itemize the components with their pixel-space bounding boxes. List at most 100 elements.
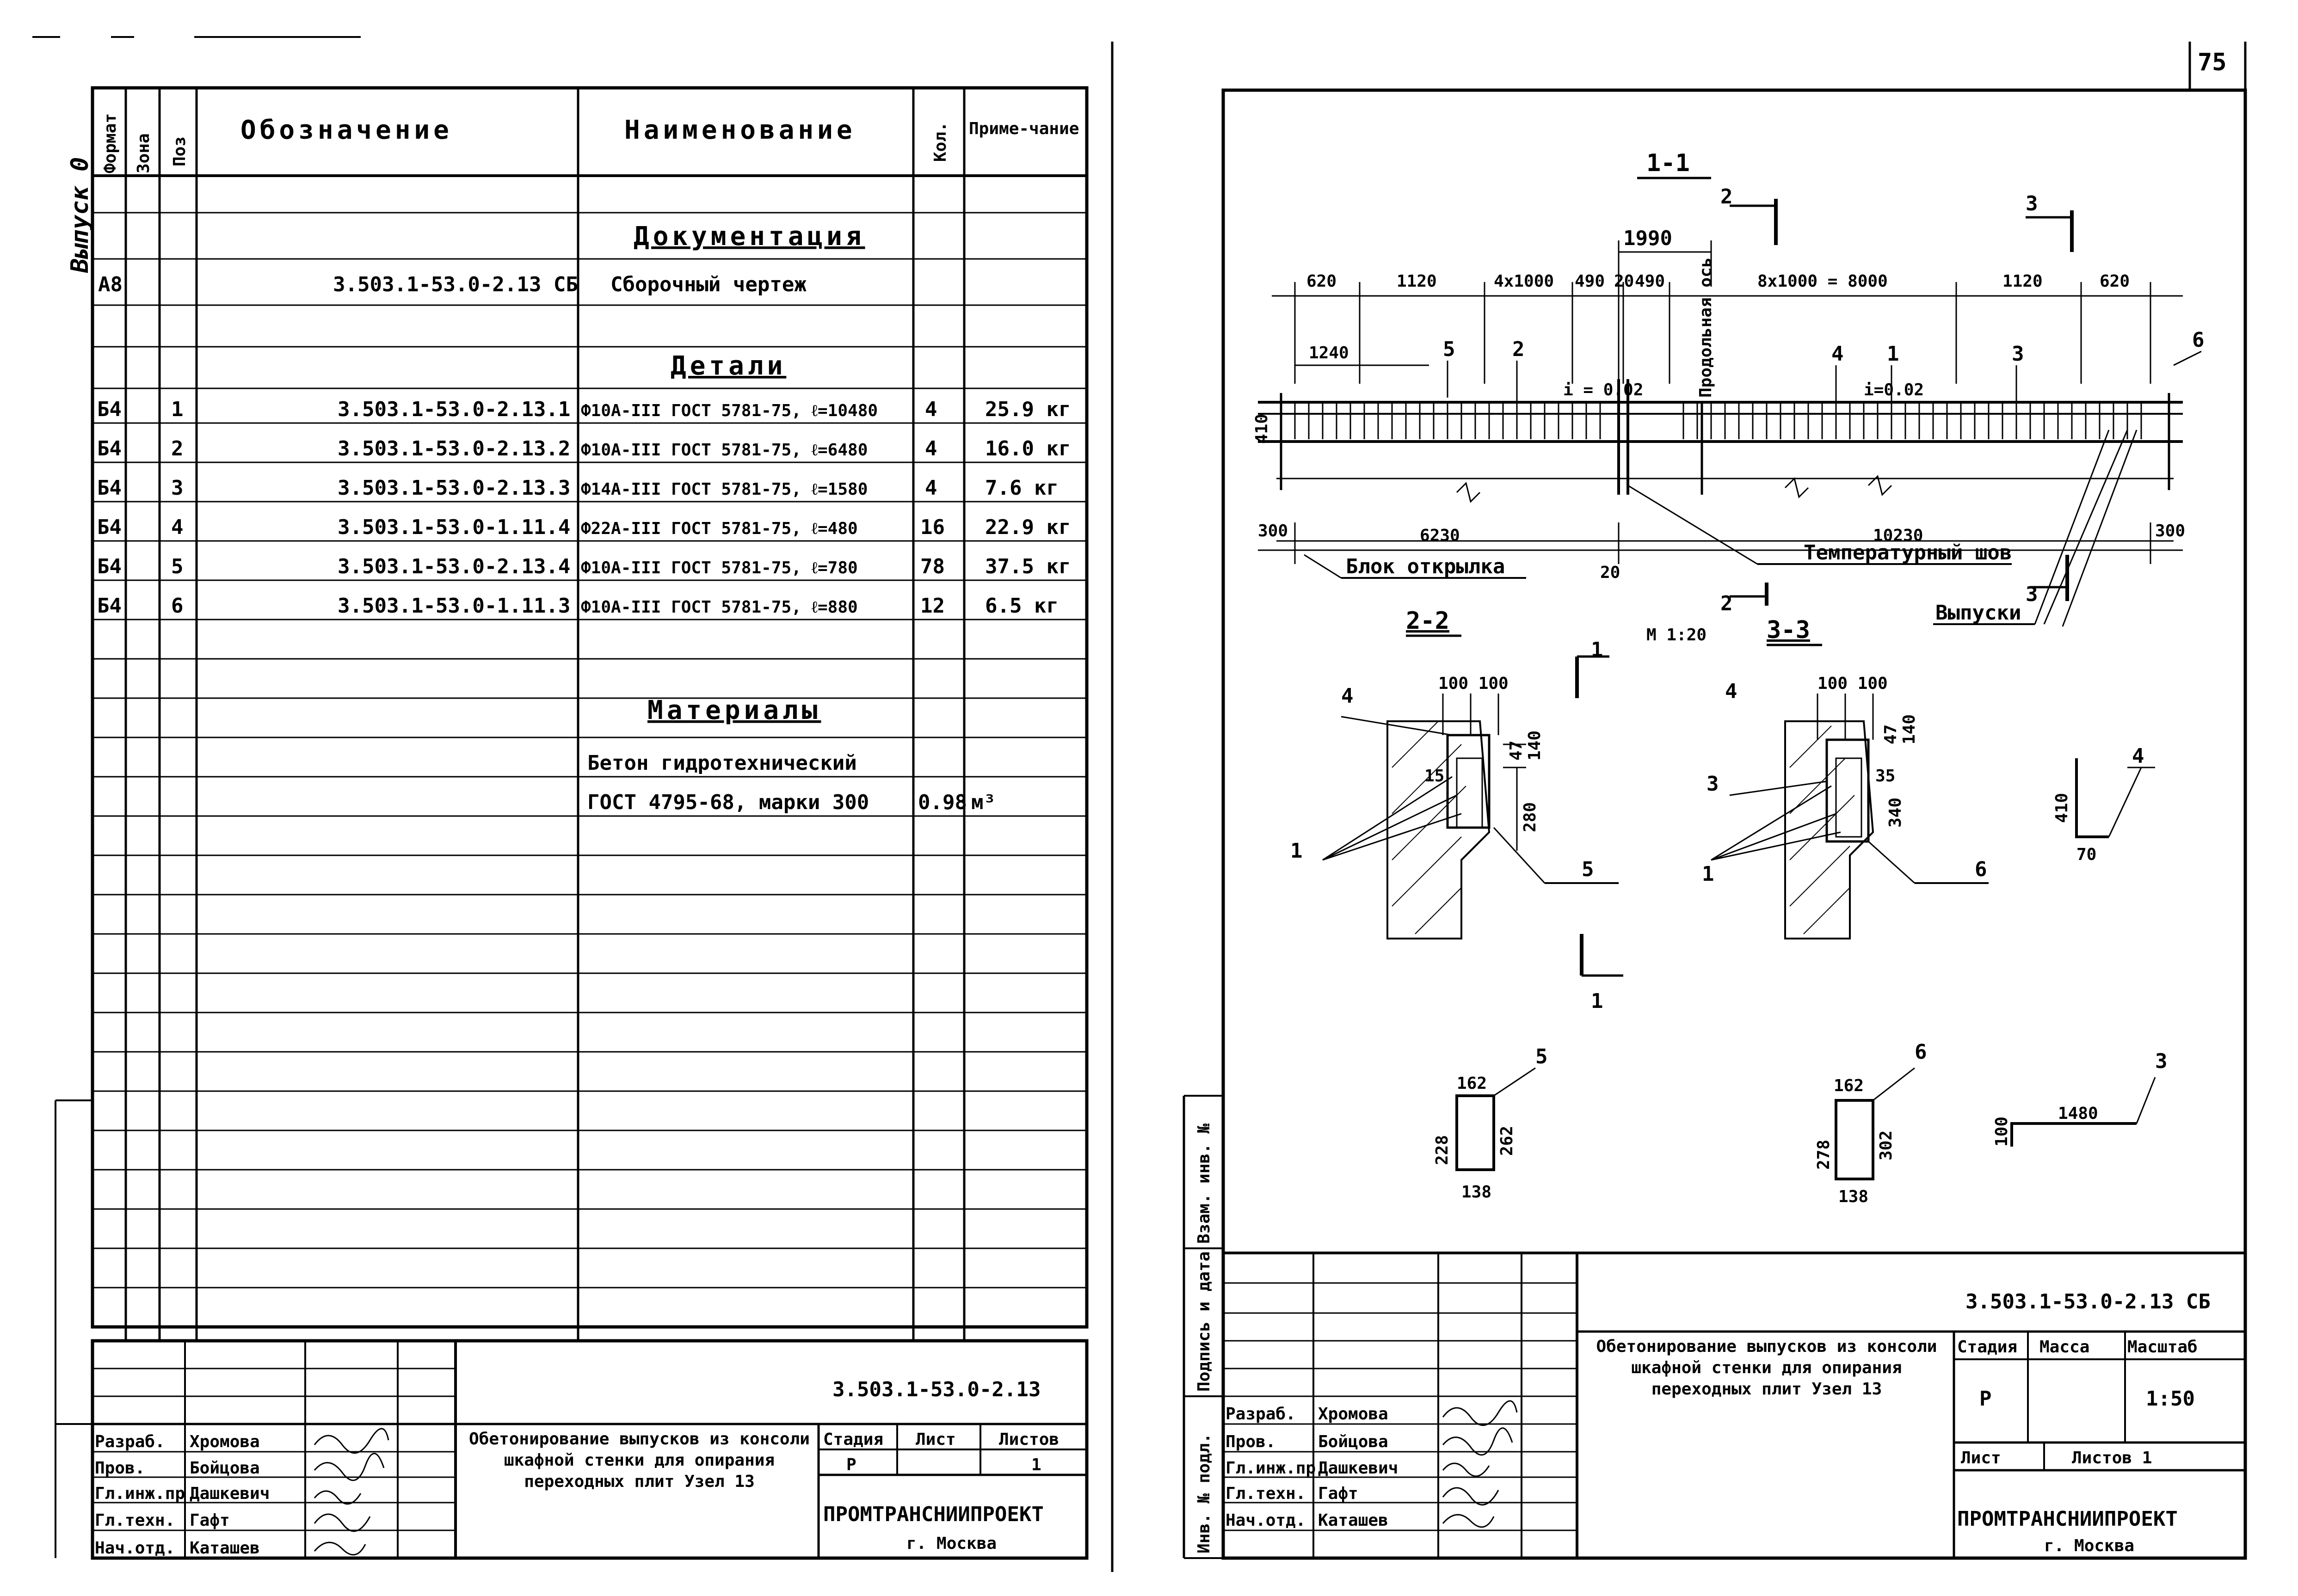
- dim-20: 20: [1600, 563, 1620, 582]
- dim-1480: 1480: [2058, 1104, 2098, 1123]
- left-title-box: Обетонирование выпусков из консоли шкафн…: [469, 1430, 810, 1491]
- row-note: 22.9 кг: [985, 516, 1071, 539]
- person-role: Гл.инж.пр: [1226, 1459, 1316, 1478]
- row-designation: 3.503.1-53.0-2.13.2: [338, 437, 570, 460]
- sec-2-2-title: 2-2: [1406, 607, 1449, 635]
- dim-47-b: 47: [1881, 724, 1900, 744]
- hdr-zone: Зона: [134, 133, 153, 173]
- left-code: 3.503.1-53.0-2.13: [832, 1378, 1041, 1401]
- row-note: 6.5 кг: [985, 594, 1059, 618]
- pos-label: 6: [1915, 1040, 1927, 1064]
- pos-label: 4: [1831, 342, 1844, 366]
- person-name: Хромова: [190, 1432, 260, 1451]
- right-stage: Р: [1979, 1387, 1992, 1411]
- row-pos: 6: [171, 594, 184, 618]
- table-row: Б4 3 3.503.1-53.0-2.13.3 Ф14А-III ГОСТ 5…: [97, 476, 1059, 500]
- pos-label: 2: [1720, 592, 1733, 615]
- text-layer: Выпуск 0 75 Формат Зона Поз Обозначение …: [66, 49, 2227, 1558]
- table-row: Б4 5 3.503.1-53.0-2.13.4 Ф10А-III ГОСТ 5…: [97, 555, 1071, 578]
- material-line-1: Бетон гидротехнический: [587, 751, 857, 775]
- dim-1240: 1240: [1309, 344, 1349, 362]
- person-name: Каташев: [190, 1539, 260, 1558]
- sec-3-3-title: 3-3: [1767, 616, 1810, 644]
- pos-label: 1: [1887, 342, 1899, 366]
- right-mass-label: Масса: [2039, 1338, 2089, 1357]
- dim-140-a: 140: [1525, 730, 1544, 761]
- section-1-1: [1258, 177, 2202, 627]
- row-pos: 2: [171, 437, 184, 460]
- material-line-2: ГОСТ 4795-68, марки 300: [587, 791, 869, 814]
- dim-138-b: 138: [1838, 1187, 1868, 1206]
- pos-label: 3: [2012, 342, 2024, 366]
- pos-label: 5: [1443, 338, 1455, 361]
- dim-100-100-a: 100 100: [1438, 674, 1509, 693]
- row-name: Ф10А-III ГОСТ 5781-75, ℓ=10480: [581, 401, 878, 420]
- signatures-right: [1442, 1400, 1518, 1528]
- person-name: Гафт: [1318, 1484, 1358, 1503]
- person-role: Нач.отд.: [1226, 1511, 1306, 1530]
- pos-label: 1: [1591, 638, 1603, 662]
- dim-140-b: 140: [1900, 714, 1919, 744]
- right-code: 3.503.1-53.0-2.13 СБ: [1965, 1290, 2211, 1314]
- left-org: ПРОМТРАНСНИИПРОЕКТ: [823, 1503, 1044, 1526]
- row-note: 37.5 кг: [985, 555, 1071, 578]
- doc-format: А8: [98, 273, 123, 296]
- pos-label: 2: [1720, 185, 1733, 209]
- person-role: Гл.инж.пр: [95, 1484, 185, 1503]
- right-city: г. Москва: [2044, 1536, 2134, 1555]
- bar-6: [1835, 1067, 1915, 1180]
- dim-228: 228: [1433, 1135, 1452, 1165]
- right-sheet: [1183, 42, 2247, 1560]
- left-sheets-label: Листов: [999, 1430, 1059, 1449]
- row-designation: 3.503.1-53.0-2.13.1: [338, 398, 570, 421]
- row-name: Ф22А-III ГОСТ 5781-75, ℓ=480: [581, 519, 858, 538]
- left-people: Разраб. Хромова Пров. Бойцова Гл.инж.пр …: [95, 1432, 270, 1558]
- row-designation: 3.503.1-53.0-1.11.4: [338, 516, 570, 539]
- person-role: Пров.: [1226, 1432, 1275, 1451]
- pos-label: 5: [1582, 858, 1594, 881]
- row-qty: 4: [925, 398, 937, 421]
- dim-top: 20: [1614, 272, 1634, 291]
- dim-top: 4х1000: [1494, 272, 1554, 291]
- dim-15: 15: [1424, 767, 1444, 786]
- pos-label: 2: [1512, 338, 1525, 361]
- person-name: Дашкевич: [1318, 1459, 1398, 1478]
- section-3-3: [1711, 644, 1989, 939]
- side-label: Взам. инв. №: [1195, 1123, 1214, 1244]
- pos-label: 1: [1591, 989, 1603, 1013]
- dim-bottom: 300: [1258, 522, 1288, 540]
- side-label: Подпись и дата: [1195, 1252, 1214, 1392]
- outlets-label: Выпуски: [1935, 601, 2021, 625]
- pos-label: 3: [2155, 1050, 2168, 1073]
- hdr-qty: Кол.: [931, 122, 950, 162]
- slope-2: i=0.02: [1864, 381, 1924, 399]
- dim-280: 280: [1521, 802, 1540, 832]
- dim-35: 35: [1875, 767, 1895, 786]
- left-sheets: 1: [1031, 1455, 1041, 1474]
- left-stage: Р: [846, 1455, 856, 1474]
- person-name: Бойцова: [190, 1459, 260, 1478]
- person-name: Хромова: [1318, 1405, 1388, 1424]
- row-name: Ф10А-III ГОСТ 5781-75, ℓ=880: [581, 598, 858, 617]
- hdr-name: Наименование: [624, 115, 856, 145]
- bar-3: [2010, 1077, 2156, 1147]
- section-details: Детали: [671, 351, 786, 381]
- row-format: Б4: [97, 476, 122, 500]
- person-role: Гл.техн.: [1226, 1484, 1306, 1503]
- hdr-pos: Поз: [170, 136, 189, 166]
- right-scale: 1:50: [2146, 1387, 2195, 1411]
- slope-1: i = 0.02: [1563, 381, 1643, 399]
- dim-top: 620: [1306, 272, 1337, 291]
- dim-340: 340: [1886, 798, 1905, 828]
- row-pos: 3: [171, 476, 184, 500]
- dim-302: 302: [1877, 1130, 1896, 1160]
- right-title-box: Обетонирование выпусков из консоли шкафн…: [1596, 1337, 1937, 1399]
- page-number: 75: [2198, 49, 2227, 76]
- row-format: Б4: [97, 516, 122, 539]
- doc-name: Сборочный чертеж: [610, 273, 807, 296]
- dim-47-a: 47: [1507, 741, 1526, 761]
- right-people: Разраб. Хромова Пров. Бойцова Гл.инж.пр …: [1226, 1405, 1398, 1530]
- dim-262: 262: [1497, 1126, 1516, 1156]
- right-sheet-label: Лист: [1961, 1449, 2001, 1467]
